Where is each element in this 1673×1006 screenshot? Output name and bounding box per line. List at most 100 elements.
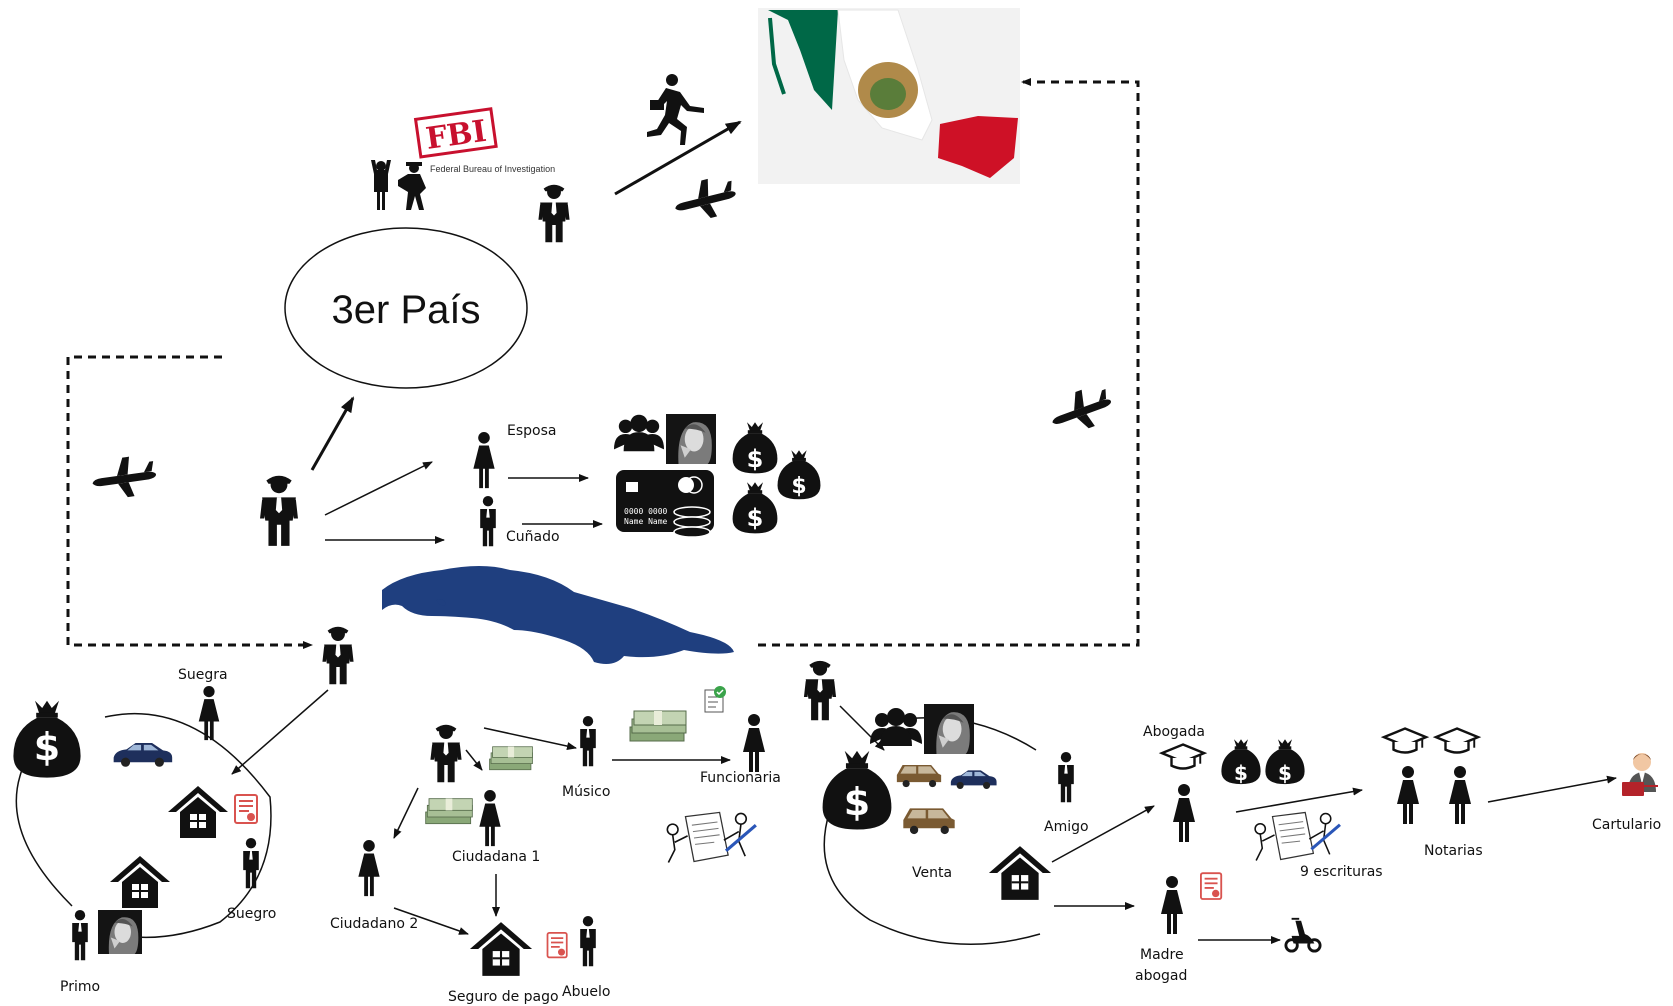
credit-card-icon: 0000 0000 Name Name	[616, 470, 714, 538]
person-icon	[580, 716, 596, 767]
third-country-label: 3er País	[332, 288, 481, 332]
suegra-label: Suegra	[178, 667, 228, 683]
fbi-stamp-icon: FBI	[413, 107, 498, 159]
notarias-label: Notarias	[1424, 843, 1483, 859]
madre-label-line1: Madre	[1140, 947, 1184, 963]
svg-text:0000 0000: 0000 0000	[624, 507, 668, 516]
person-icon	[580, 916, 596, 967]
person-icon	[1058, 752, 1074, 803]
woman-icon	[1397, 766, 1419, 824]
woman-icon	[358, 840, 380, 897]
cash-stack-icon	[489, 746, 533, 771]
svg-text:FBI: FBI	[424, 114, 489, 157]
arrow-ciudadano2-to-house	[393, 907, 469, 935]
boss-icon	[260, 475, 298, 546]
airplane-icon	[1045, 381, 1118, 440]
arrow-to-musico	[483, 727, 577, 750]
money-bag-symbol: $	[1234, 761, 1248, 785]
ciudadano2-label: Ciudadano 2	[330, 916, 418, 932]
house-icon	[168, 786, 228, 838]
family-circle	[104, 713, 272, 939]
madre-label-line2: abogad	[1135, 968, 1187, 984]
contract-signing-icon	[1253, 810, 1342, 863]
ciudadana1-label: Ciudadana 1	[452, 849, 540, 865]
abogada-label: Abogada	[1143, 724, 1205, 740]
funcionaria-label: Funcionaria	[700, 770, 781, 786]
route-right-dashed	[758, 78, 1140, 647]
arrow-to-third-country	[310, 396, 355, 471]
arrow-to-sale-circle	[839, 705, 885, 751]
svg-text:Name Name: Name Name	[624, 517, 668, 526]
cunado-label: Cuñado	[506, 529, 560, 545]
document-icon	[1199, 872, 1223, 900]
arrow-to-family-circle	[231, 689, 329, 775]
money-bag-symbol: $	[747, 445, 764, 473]
boss-icon	[538, 184, 570, 243]
cash-stack-icon	[425, 798, 473, 825]
money-bag-symbol: $	[844, 780, 870, 824]
person-icon	[480, 496, 496, 547]
arrest-icon	[371, 160, 426, 210]
house-icon	[469, 922, 533, 976]
boss-icon	[430, 724, 462, 783]
esposa-label: Esposa	[507, 423, 556, 439]
airplane-icon	[670, 173, 740, 226]
suegro-label: Suegro	[227, 906, 276, 922]
woman-icon	[473, 432, 495, 489]
money-bag-symbol: $	[1278, 761, 1292, 785]
musico-label: Músico	[562, 784, 610, 800]
graduation-cap-icon	[1434, 727, 1480, 754]
escrituras-label: 9 escrituras	[1300, 864, 1383, 880]
cartulario-label: Cartulario	[1592, 817, 1661, 833]
primo-label: Primo	[60, 979, 100, 995]
car-icon	[903, 808, 955, 835]
route-left-dashed	[66, 355, 313, 649]
house-icon	[110, 856, 170, 908]
woman-icon	[743, 714, 765, 772]
group-icon	[614, 414, 664, 452]
arrow-notarias-to-cartulario	[1487, 775, 1617, 803]
arrow-to-esposa	[324, 461, 433, 516]
graduation-cap-icon	[1160, 743, 1206, 770]
car-icon	[896, 765, 942, 788]
running-man-icon	[647, 74, 704, 145]
arrow-abogada-to-notarias	[1235, 787, 1363, 813]
arrow-to-mexico	[614, 120, 742, 196]
boss-icon	[803, 660, 837, 721]
document-icon	[234, 794, 258, 824]
airplane-icon	[89, 453, 159, 502]
document-icon	[546, 931, 568, 959]
woman-icon	[1173, 784, 1195, 842]
money-bag-symbol: $	[34, 725, 60, 769]
woman-icon	[1161, 876, 1183, 934]
venta-label: Venta	[912, 865, 952, 881]
arrow-house-to-abogada	[1051, 805, 1155, 863]
cuba-map-icon	[382, 566, 734, 664]
money-bag-symbol: $	[747, 504, 764, 532]
seguro-label: Seguro de pago	[448, 989, 559, 1005]
checklist-icon	[704, 686, 726, 713]
photo-icon	[924, 704, 974, 754]
woman-icon	[1449, 766, 1471, 824]
scooter-icon	[1284, 917, 1322, 953]
contract-signing-icon	[665, 810, 758, 865]
woman-icon	[479, 790, 501, 847]
money-bag-symbol: $	[791, 474, 806, 499]
cash-stack-icon	[629, 710, 687, 742]
group-icon	[870, 708, 922, 746]
person-icon	[72, 910, 88, 961]
fbi-caption: Federal Bureau of Investigation	[430, 164, 555, 174]
notary-icon	[1622, 753, 1658, 796]
mexico-map-icon	[758, 8, 1020, 184]
graduation-cap-icon	[1382, 727, 1428, 754]
car-icon	[950, 770, 997, 789]
house-icon	[988, 846, 1052, 900]
amigo-label: Amigo	[1044, 819, 1089, 835]
arrow-to-cash	[465, 749, 483, 771]
photo-icon	[98, 910, 142, 954]
photo-icon	[666, 414, 716, 464]
car-icon	[113, 743, 173, 767]
arrow-to-ciudadano2	[393, 787, 419, 839]
abuelo-label: Abuelo	[562, 984, 610, 1000]
